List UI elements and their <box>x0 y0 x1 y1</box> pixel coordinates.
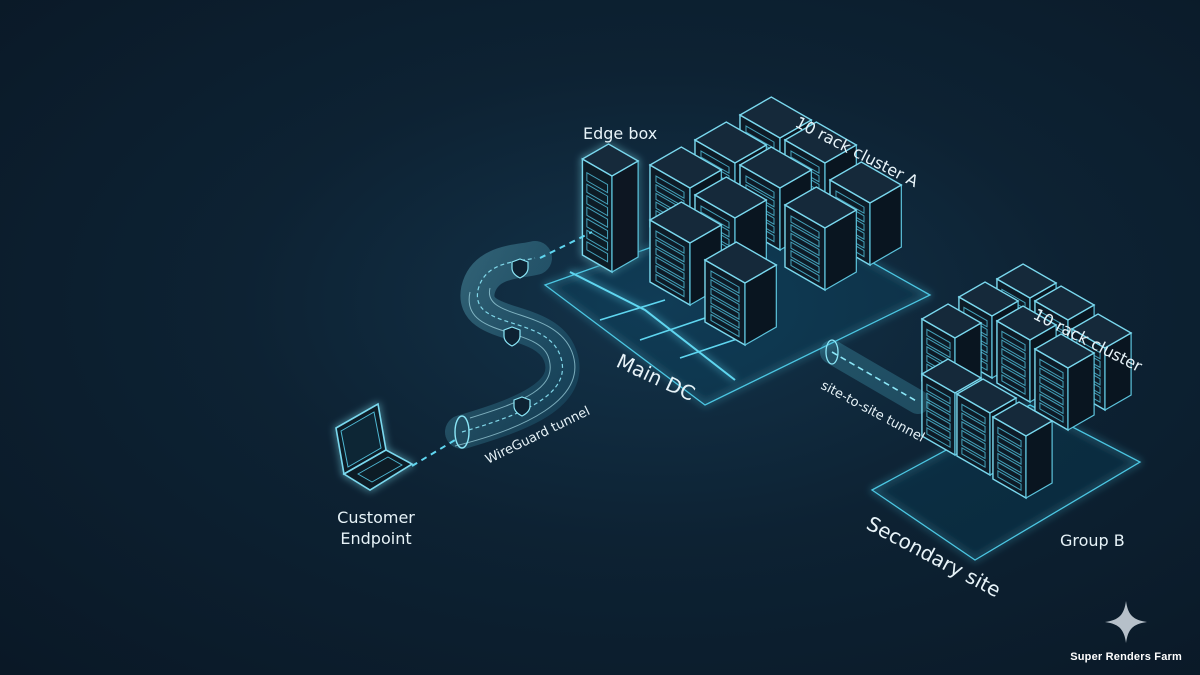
server-rack <box>703 241 778 347</box>
shield-icon <box>511 258 529 279</box>
server-rack <box>991 401 1054 500</box>
wireguard-tunnel <box>445 241 580 449</box>
tunnel-to-edge-link <box>539 231 593 259</box>
server-rack <box>783 186 858 292</box>
edge-box-server <box>581 143 640 274</box>
brand-name: Super Renders Farm <box>1070 651 1182 663</box>
rack-cluster-a <box>648 96 903 347</box>
customer-label-line1: Customer <box>337 508 415 527</box>
group-b-label: Group B <box>1060 531 1125 550</box>
site-to-site-tunnel <box>820 339 930 414</box>
rack-cluster-b <box>920 263 1133 500</box>
endpoint-to-tunnel-link <box>411 439 456 467</box>
laptop-icon <box>335 402 414 491</box>
customer-label-line2: Endpoint <box>340 529 411 548</box>
sparkle-icon <box>1105 601 1148 643</box>
edge-box-label: Edge box <box>583 124 657 143</box>
server-rack <box>1033 333 1096 432</box>
shield-icon <box>503 326 521 347</box>
shield-icon <box>513 396 531 417</box>
server-rack <box>581 143 640 274</box>
server-rack <box>955 378 1018 477</box>
brand-logo: Super Renders Farm <box>1070 599 1182 663</box>
